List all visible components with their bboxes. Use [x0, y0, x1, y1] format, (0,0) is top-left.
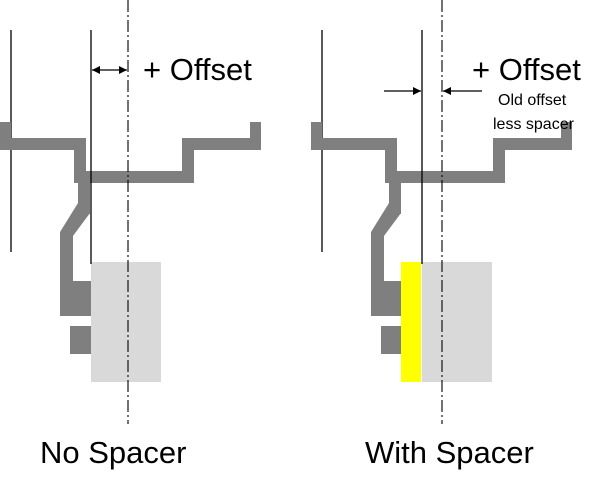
- panel-no-spacer: + Offset No Spacer: [0, 0, 261, 470]
- profile-gap-highlight: [70, 317, 91, 325]
- spacer: [401, 262, 421, 382]
- offset-label: + Offset: [472, 52, 581, 87]
- caption-with-spacer: With Spacer: [365, 435, 534, 470]
- caption-no-spacer: No Spacer: [40, 435, 186, 470]
- wheel-profile: [0, 122, 261, 354]
- wheel-profile: [311, 122, 572, 354]
- panel-with-spacer: + Offset Old offset less spacer With Spa…: [311, 0, 581, 470]
- offset-note-line1: Old offset: [498, 92, 567, 109]
- offset-label: + Offset: [143, 52, 252, 87]
- wheel-mount-block: [422, 262, 492, 382]
- offset-note-line2: less spacer: [493, 116, 575, 133]
- wheel-mount-block: [91, 262, 161, 382]
- profile-gap-highlight: [381, 317, 401, 325]
